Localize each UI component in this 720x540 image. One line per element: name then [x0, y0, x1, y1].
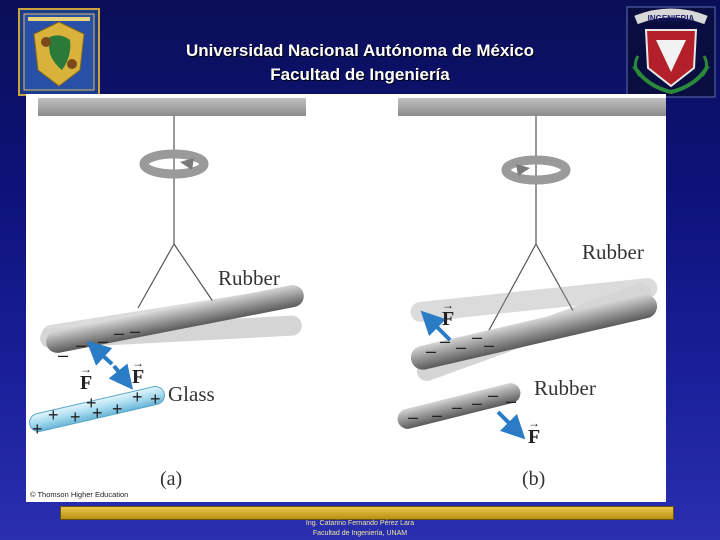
- charge-minus: –: [426, 342, 436, 360]
- force-arrow-b-down: [498, 412, 522, 436]
- charge-plus: +: [32, 420, 43, 438]
- charge-minus: –: [456, 338, 466, 356]
- charge-minus: –: [58, 346, 68, 364]
- label-panel-a: (a): [160, 468, 182, 491]
- sling-a: [138, 244, 216, 308]
- label-panel-b: (b): [522, 468, 545, 491]
- label-rubber-b-bottom: Rubber: [534, 376, 596, 401]
- header-title-university: Universidad Nacional Autónoma de México: [0, 40, 720, 62]
- charge-minus: –: [76, 336, 86, 354]
- charge-minus: –: [488, 386, 498, 404]
- charge-minus: –: [114, 324, 124, 342]
- rotation-arrowhead-b: [516, 164, 530, 176]
- label-rubber-a: Rubber: [218, 266, 280, 291]
- force-label-b-1: →F: [442, 308, 454, 331]
- charge-minus: –: [432, 406, 442, 424]
- force-arrow-a-down: [114, 366, 130, 386]
- footer-bar: [60, 506, 674, 520]
- ingenieria-logo-text: INGENIERIA: [648, 14, 695, 23]
- charge-plus: +: [70, 408, 81, 426]
- footer-faculty: Facultad de Ingeniería, UNAM: [0, 529, 720, 538]
- force-label-a-2: →F: [132, 366, 144, 389]
- charge-minus: –: [506, 392, 516, 410]
- label-rubber-b-top: Rubber: [582, 240, 644, 265]
- charge-plus: +: [112, 400, 123, 418]
- unam-crest-icon: [18, 8, 100, 96]
- label-glass: Glass: [168, 382, 215, 407]
- header-title-faculty: Facultad de Ingeniería: [0, 64, 720, 86]
- force-label-b-2: →F: [528, 426, 540, 449]
- ingenieria-crest-icon: INGENIERIA: [626, 6, 716, 98]
- charge-minus: –: [130, 322, 140, 340]
- physics-figure: Rubber Glass Rubber Rubber (a) (b) →F →F…: [26, 94, 666, 502]
- charge-plus: +: [150, 390, 161, 408]
- copyright-notice: © Thomson Higher Education: [30, 490, 128, 499]
- ceiling-a: [38, 98, 306, 116]
- charge-minus: –: [452, 398, 462, 416]
- footer-author: Ing. Catarino Fernando Pérez Lara: [0, 519, 720, 528]
- ceiling-b: [398, 98, 666, 116]
- force-label-a-1: →F: [80, 372, 92, 395]
- charge-minus: –: [98, 332, 108, 350]
- charge-minus: –: [472, 394, 482, 412]
- charge-plus: +: [92, 404, 103, 422]
- charge-minus: –: [484, 336, 494, 354]
- charged-rods-illustration: [26, 94, 666, 502]
- charge-minus: –: [408, 408, 418, 426]
- charge-minus: –: [440, 332, 450, 350]
- charge-plus: +: [132, 388, 143, 406]
- charge-minus: –: [472, 328, 482, 346]
- charge-plus: +: [48, 406, 59, 424]
- rotation-arrowhead-a: [180, 158, 194, 170]
